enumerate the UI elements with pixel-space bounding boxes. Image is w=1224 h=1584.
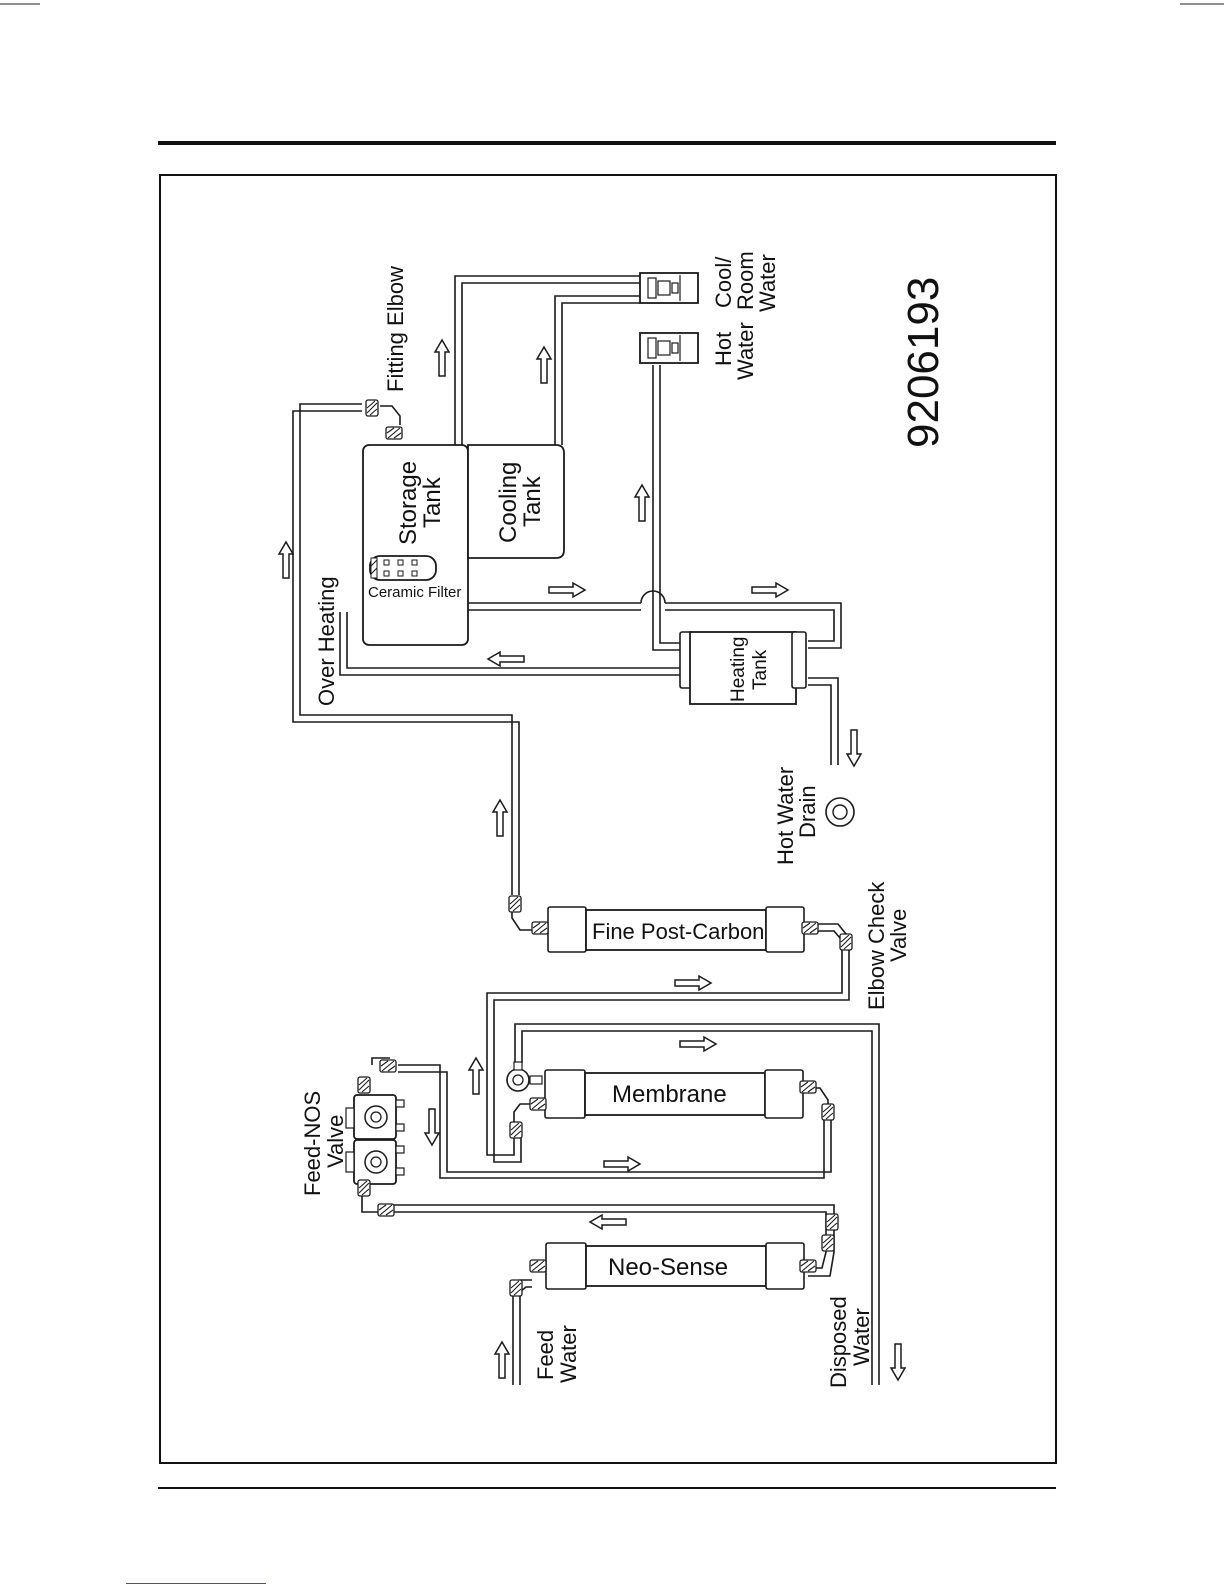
feed-nos-valve <box>346 1060 404 1216</box>
arrow-up-icon <box>469 1058 483 1094</box>
disposed-water-label-line2: Water <box>849 1308 874 1366</box>
arrow-up-icon <box>493 800 507 836</box>
arrow-up-icon <box>537 347 551 383</box>
elbow-check-valve-label-line2: Valve <box>886 909 911 962</box>
arrow-up-icon <box>279 542 293 578</box>
arrow-up-icon <box>435 340 449 376</box>
feed-nos-valve-label-line2: Valve <box>323 1115 348 1168</box>
page-rules <box>0 4 1224 1584</box>
hot-water-outlet <box>640 333 698 363</box>
cooling-tank-label-line1: Cooling <box>495 462 522 543</box>
arrow-down-icon <box>847 730 861 766</box>
heating-tank-label-line1: Heating <box>728 637 749 703</box>
cooling-tank-label-line2: Tank <box>519 475 546 527</box>
elbow-check-valve <box>840 934 852 950</box>
ceramic-filter-label: Ceramic Filter <box>368 584 461 601</box>
neo-sense-label: Neo-Sense <box>608 1254 728 1281</box>
feed-water-label-line2: Water <box>556 1325 581 1383</box>
arrow-down-icon <box>425 1109 439 1145</box>
arrow-down-icon <box>891 1344 905 1380</box>
hot-water-drain-label-line2: Drain <box>795 785 820 838</box>
arrow-left-icon <box>590 1215 626 1229</box>
arrow-up-icon <box>495 1342 509 1378</box>
fitting-icon <box>386 427 402 439</box>
storage-tank-label-line2: Tank <box>419 476 446 528</box>
arrow-up-icon <box>635 485 649 521</box>
fitting-elbow-label: Fitting Elbow <box>383 266 408 392</box>
arrow-right-icon <box>675 976 711 990</box>
membrane-label: Membrane <box>612 1081 727 1108</box>
cool-room-water-outlet <box>640 273 698 303</box>
arrow-right-icon <box>604 1157 640 1171</box>
hot-water-label-line2: Water <box>733 322 758 380</box>
over-heating-label: Over Heating <box>314 576 339 706</box>
part-number-label: 9206193 <box>899 277 948 448</box>
storage-tank-label-line1: Storage <box>395 461 422 545</box>
arrow-right-icon <box>549 583 585 597</box>
cool-room-water-label-line3: Water <box>755 254 780 312</box>
storage-cooling-tank-unit <box>363 445 564 645</box>
feed-water-label-line1: Feed <box>533 1330 558 1380</box>
disposed-water-label-line1: Disposed <box>826 1296 851 1388</box>
fitting-elbow-icon <box>366 400 378 416</box>
heating-tank-label-line2: Tank <box>750 649 771 690</box>
arrow-left-icon <box>488 652 524 666</box>
fine-post-carbon-label: Fine Post-Carbon <box>592 919 764 944</box>
hot-water-drain <box>826 798 854 826</box>
arrow-right-icon <box>680 1037 716 1051</box>
arrow-right-icon <box>752 583 788 597</box>
feed-nos-valve-label-line1: Feed-NOS <box>300 1091 325 1196</box>
